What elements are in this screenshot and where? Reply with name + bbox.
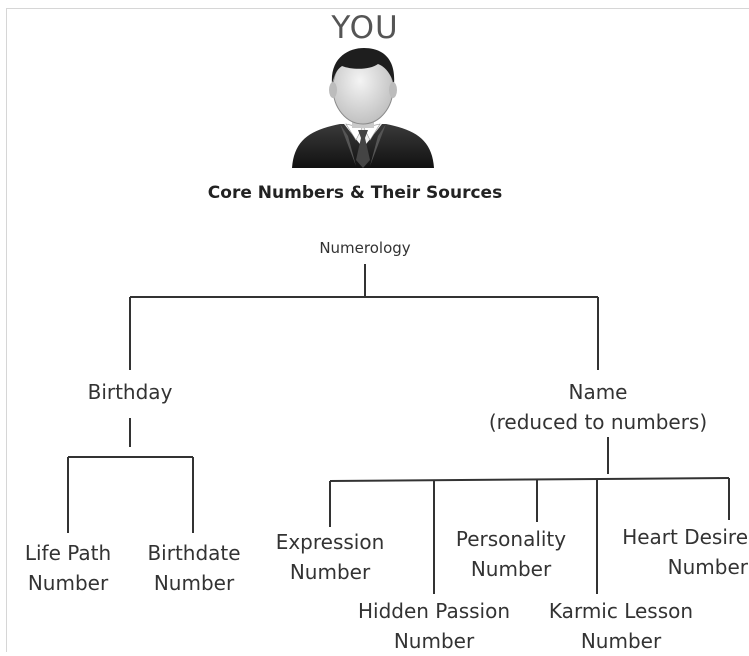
node-life-path-line2: Number — [27, 571, 109, 595]
node-expression-line2: Number — [289, 560, 371, 584]
node-name-label: Name — [568, 380, 628, 404]
node-hidden-passion-line2: Number — [393, 629, 475, 653]
node-karmic-lesson-number: Karmic Lesson Number — [535, 596, 707, 656]
node-karmic-lesson-line1: Karmic Lesson — [548, 599, 694, 623]
frame-border-left — [6, 8, 7, 652]
node-personality-number: Personality Number — [441, 524, 581, 584]
businessman-avatar-icon — [292, 48, 434, 168]
node-expression-number: Expression Number — [255, 527, 405, 587]
node-heart-desire-line1: Heart Desire — [622, 525, 748, 549]
root-node-numerology: Numerology — [319, 239, 411, 257]
you-label: YOU — [331, 10, 399, 46]
node-personality-line1: Personality — [455, 527, 567, 551]
node-personality-line2: Number — [470, 557, 552, 581]
node-life-path-number: Life Path Number — [8, 538, 128, 598]
node-life-path-line1: Life Path — [24, 541, 112, 565]
node-name-sublabel: (reduced to numbers) — [488, 410, 708, 434]
node-karmic-lesson-line2: Number — [580, 629, 662, 653]
node-birthdate-number: Birthdate Number — [134, 538, 254, 598]
diagram-title: Core Numbers & Their Sources — [207, 183, 503, 203]
node-birthdate-line1: Birthdate — [147, 541, 241, 565]
frame-border-top — [6, 8, 749, 9]
node-hidden-passion-line1: Hidden Passion — [357, 599, 511, 623]
node-birthday: Birthday — [70, 377, 190, 407]
node-hidden-passion-number: Hidden Passion Number — [344, 596, 524, 656]
node-heart-desire-line2: Number — [667, 555, 748, 579]
node-name: Name (reduced to numbers) — [468, 377, 728, 437]
node-birthdate-line2: Number — [153, 571, 235, 595]
node-heart-desire-number: Heart Desire Number — [598, 522, 748, 582]
node-birthday-label: Birthday — [87, 380, 173, 404]
node-expression-line1: Expression — [275, 530, 385, 554]
